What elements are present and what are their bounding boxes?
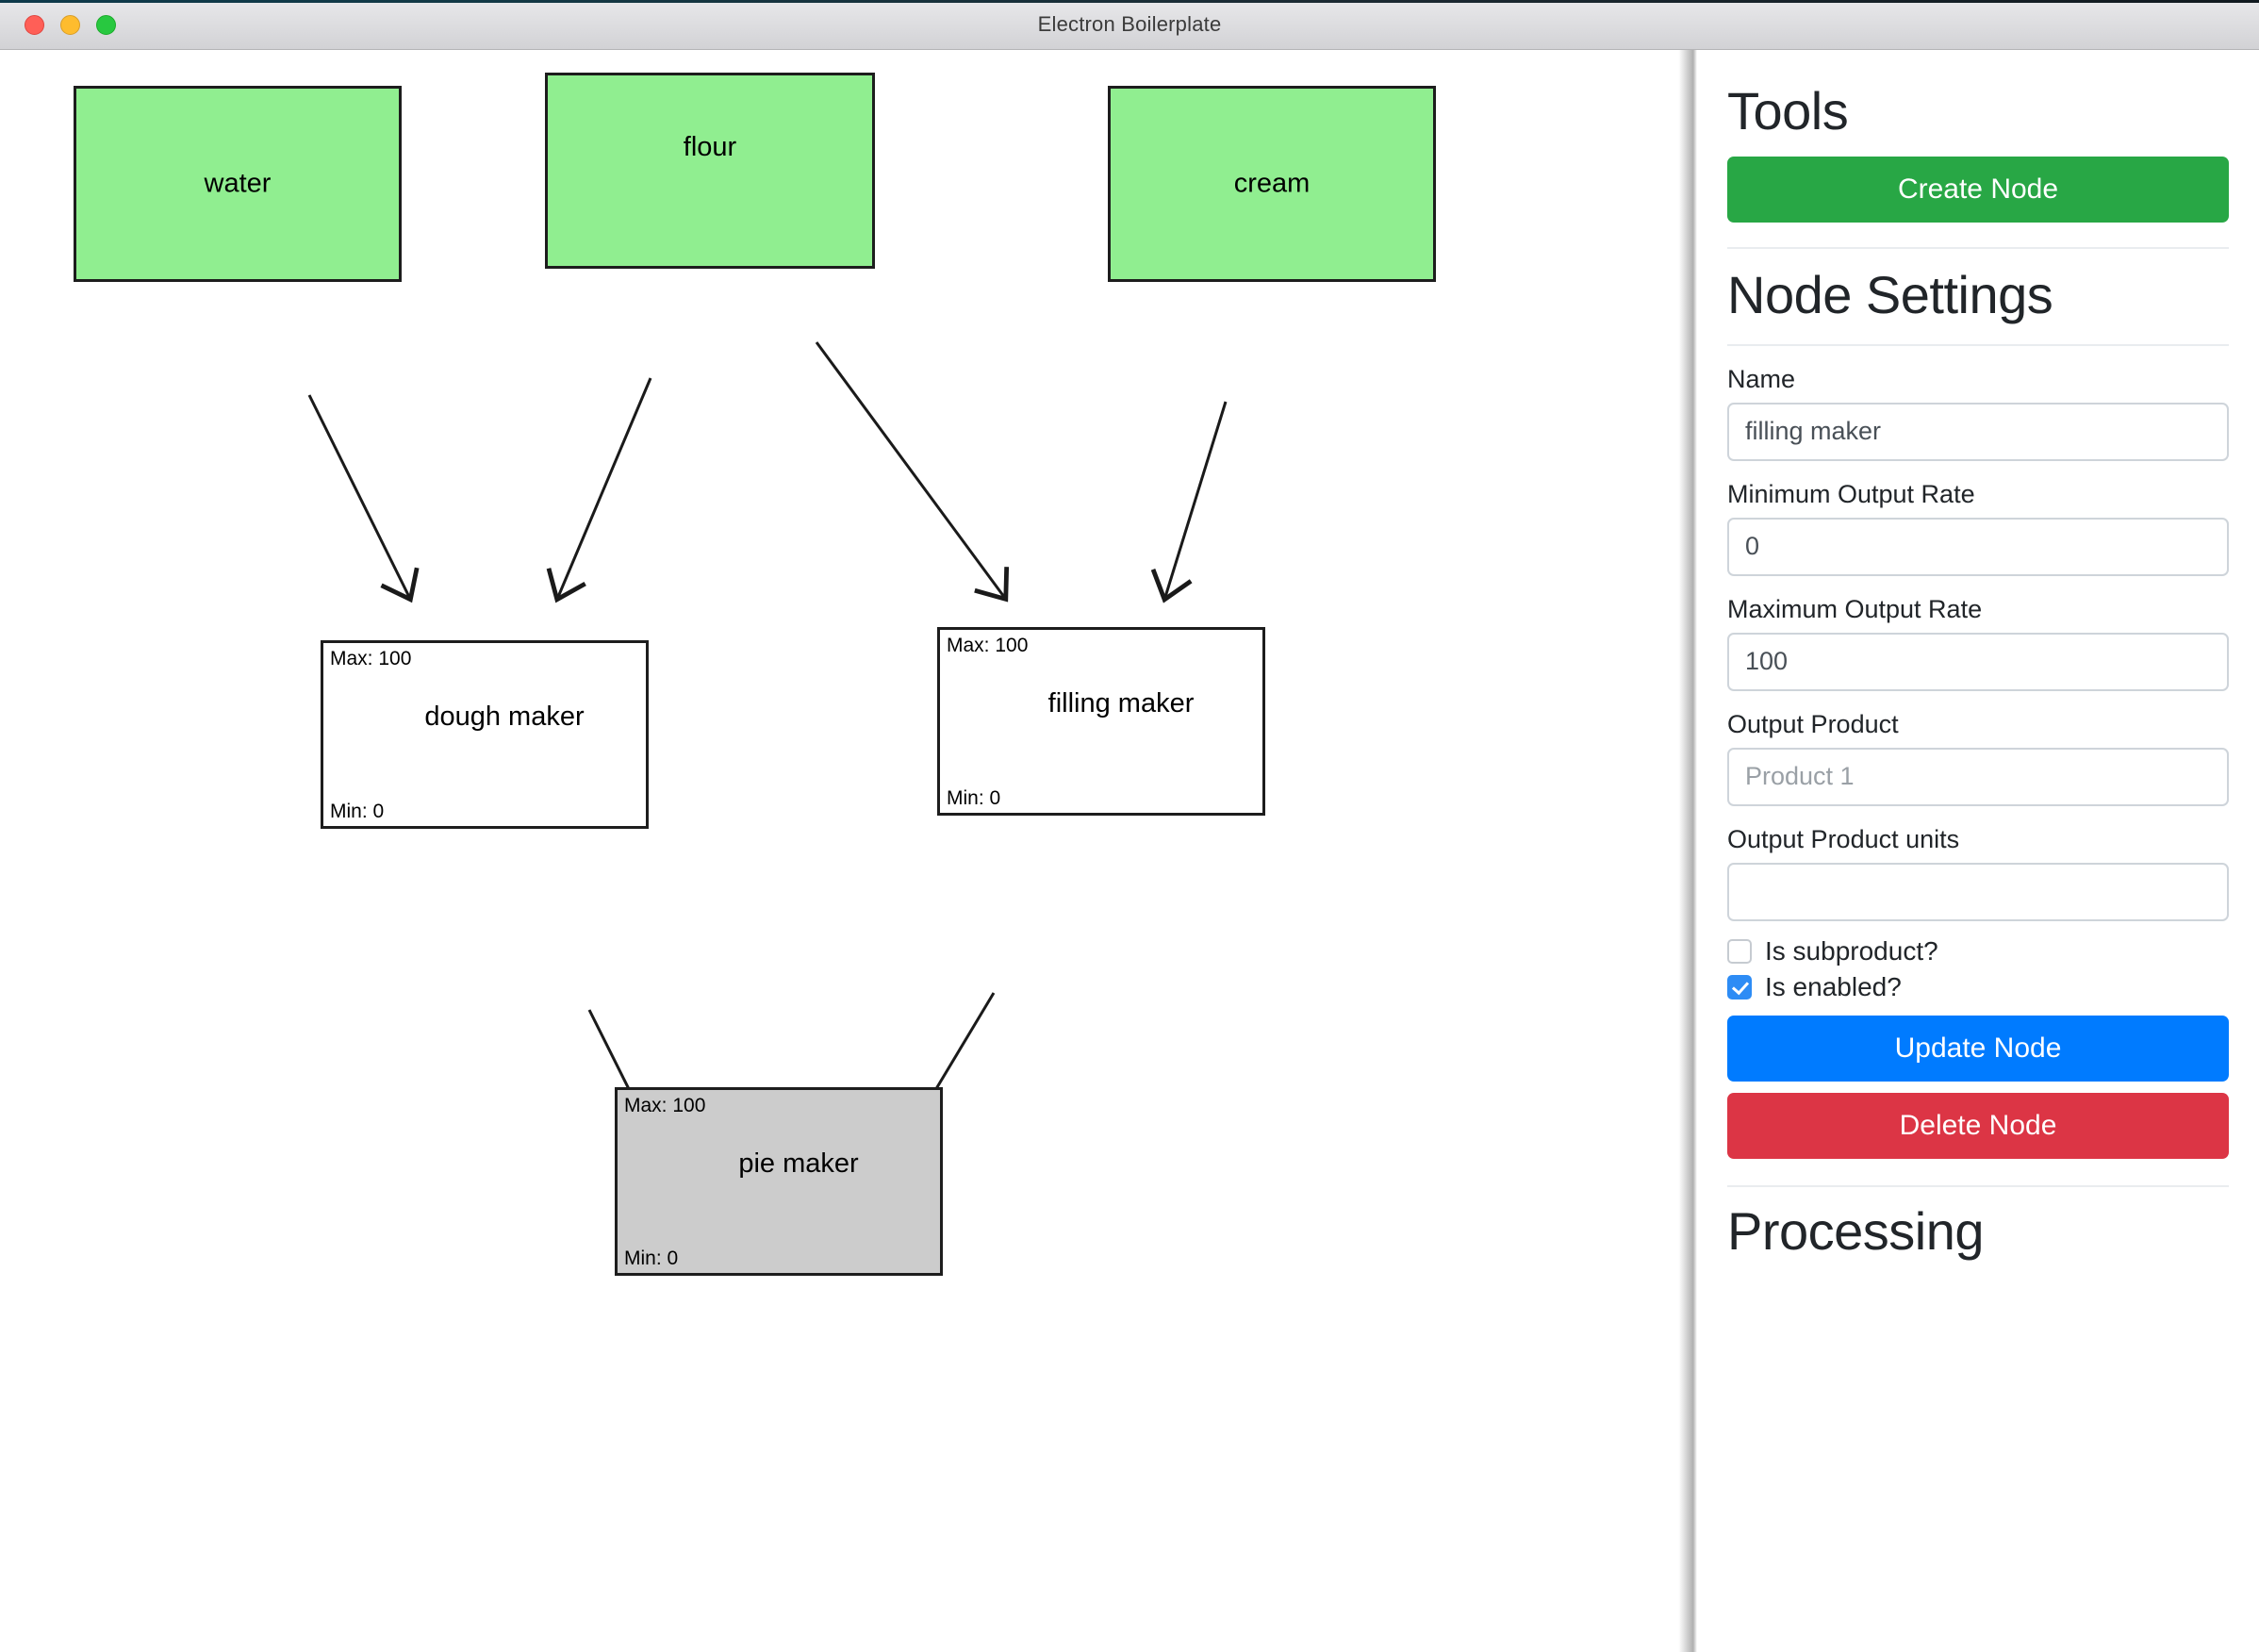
node-max-label: Max: 100 (624, 1095, 706, 1116)
graph-node-dough-maker[interactable]: Max: 100 dough maker Min: 0 (321, 640, 649, 829)
node-max-label: Max: 100 (947, 635, 1029, 656)
node-label: cream (1233, 168, 1311, 199)
graph-node-pie-maker[interactable]: Max: 100 pie maker Min: 0 (615, 1087, 943, 1276)
delete-node-button[interactable]: Delete Node (1727, 1092, 2229, 1159)
graph-edges-layer (307, 341, 1228, 1188)
graph-canvas[interactable]: water flour cream Max: 100 dough maker M… (0, 50, 1692, 1652)
node-label: dough maker (424, 702, 585, 732)
graph-node-filling-maker[interactable]: Max: 100 filling maker Min: 0 (937, 627, 1265, 816)
right-sidebar: Tools Create Node Node Settings Name Min… (1697, 50, 2259, 1652)
titlebar-accent-line (0, 0, 2259, 3)
name-input[interactable] (1727, 402, 2229, 461)
is-enabled-checkbox[interactable] (1727, 974, 1752, 999)
window-title: Electron Boilerplate (1037, 12, 1222, 36)
node-label: flour (683, 132, 737, 162)
output-product-label: Output Product (1727, 709, 1899, 738)
create-node-button[interactable]: Create Node (1727, 156, 2229, 223)
is-enabled-label: Is enabled? (1765, 971, 1902, 1001)
graph-node-cream[interactable]: cream (1108, 86, 1436, 282)
node-settings-divider (1727, 343, 2229, 346)
node-min-label: Min: 0 (624, 1247, 679, 1269)
close-button[interactable] (25, 15, 44, 35)
output-product-input[interactable] (1727, 747, 2229, 806)
graph-node-water[interactable]: water (74, 86, 402, 282)
node-label: water (204, 168, 272, 199)
node-action-buttons: Update Node Delete Node (1727, 1015, 2229, 1159)
edge-water-to-dough-maker (307, 394, 420, 603)
window-titlebar: Electron Boilerplate (0, 0, 2259, 50)
name-field-label: Name (1727, 364, 1796, 393)
maximum-output-rate-input[interactable] (1727, 632, 2229, 691)
output-product-units-label: Output Product units (1727, 824, 1960, 853)
minimize-button[interactable] (60, 15, 80, 35)
edge-flour-to-dough-maker (546, 377, 652, 603)
node-max-label: Max: 100 (330, 648, 412, 669)
node-label: filling maker (1047, 688, 1195, 719)
processing-heading: Processing (1727, 1200, 1985, 1261)
is-subproduct-row[interactable]: Is subproduct? (1727, 936, 2229, 966)
maximize-button[interactable] (96, 15, 116, 35)
node-settings-heading: Node Settings (1727, 264, 2053, 324)
tools-heading: Tools (1727, 81, 1849, 140)
edge-cream-to-filling-maker (1150, 401, 1228, 603)
node-min-label: Min: 0 (330, 801, 385, 822)
maximum-output-rate-label: Maximum Output Rate (1727, 594, 1983, 623)
minimum-output-rate-label: Minimum Output Rate (1727, 479, 1975, 508)
node-label: pie maker (738, 1148, 859, 1179)
graph-node-flour[interactable]: flour (545, 73, 875, 269)
window-traffic-lights (25, 15, 116, 35)
output-product-units-input[interactable] (1727, 862, 2229, 921)
processing-divider (1727, 1184, 2229, 1187)
minimum-output-rate-input[interactable] (1727, 517, 2229, 576)
is-subproduct-checkbox[interactable] (1727, 938, 1752, 964)
edge-flour-to-filling-maker (815, 341, 1010, 603)
is-enabled-row[interactable]: Is enabled? (1727, 972, 2229, 1002)
is-subproduct-label: Is subproduct? (1765, 935, 1938, 966)
node-min-label: Min: 0 (947, 787, 1001, 809)
section-divider (1727, 246, 2229, 249)
update-node-button[interactable]: Update Node (1727, 1015, 2229, 1082)
